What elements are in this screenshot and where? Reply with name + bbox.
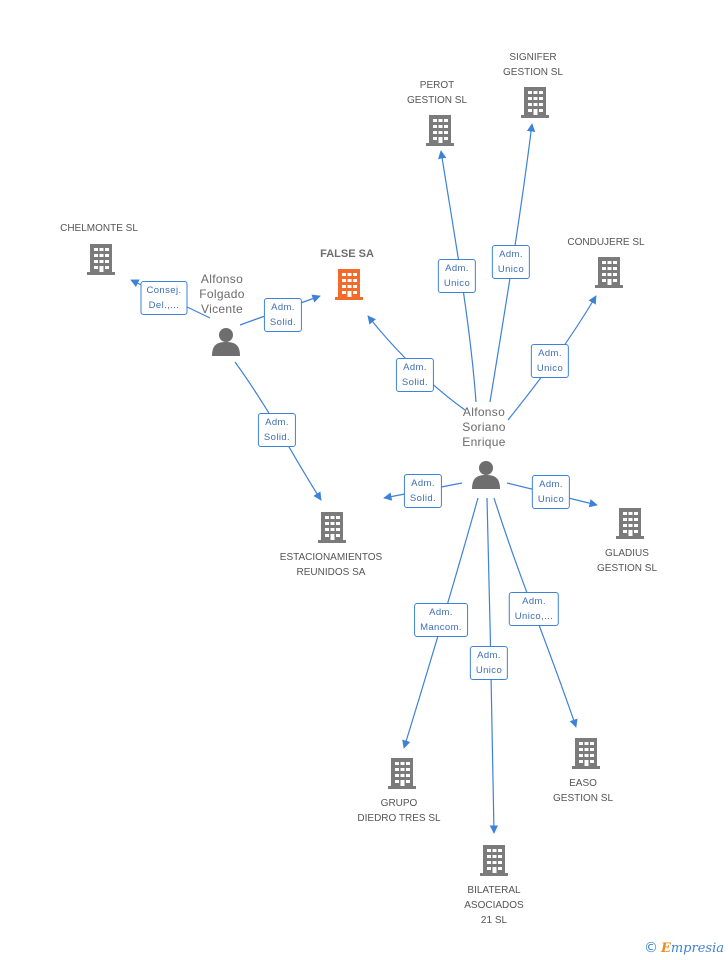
relation-badge-folgado-false[interactable]: Adm. Solid. [263,298,303,332]
company-label-condujere[interactable]: CONDUJERE SL [567,237,645,248]
relation-badge-soriano-signifer[interactable]: Adm. Unico [491,245,531,279]
company-label-perot[interactable]: PEROT GESTION SL [406,80,468,106]
relation-badge-folgado-estacionamientos[interactable]: Adm. Solid. [257,413,297,447]
folgado-person-icon[interactable] [212,328,240,356]
bilateral-building-icon[interactable] [480,845,508,876]
company-label-false-sa[interactable]: FALSE SA [320,248,374,260]
company-label-estacionamientos[interactable]: ESTACIONAMIENTOS REUNIDOS SA [279,552,383,578]
relation-badge-soriano-gladius[interactable]: Adm. Unico [531,475,571,509]
relation-badge-soriano-estacionamientos[interactable]: Adm. Solid. [403,474,443,508]
condujere-building-icon[interactable] [595,257,623,288]
person-label-soriano[interactable]: Alfonso Soriano Enrique [462,405,506,449]
brand-name: mpresia [670,941,724,956]
company-label-gladius[interactable]: GLADIUS GESTION SL [596,548,658,574]
company-label-easo[interactable]: EASO GESTION SL [552,778,614,804]
copyright-icon: © [643,940,658,956]
estacionamientos-building-icon[interactable] [318,512,346,543]
relation-badge-soriano-perot[interactable]: Adm. Unico [437,259,477,293]
company-label-bilateral[interactable]: BILATERAL ASOCIADOS 21 SL [464,885,524,926]
empresia-logo[interactable]: ©Empresia [644,940,724,956]
person-label-folgado[interactable]: Alfonso Folgado Vicente [199,272,245,316]
company-label-grupo[interactable]: GRUPO DIEDRO TRES SL [357,798,441,824]
false-sa-building-icon[interactable] [335,269,363,300]
company-label-chelmonte[interactable]: CHELMONTE SL [60,223,138,234]
brand-initial: E [660,941,671,956]
relation-badge-soriano-condujere[interactable]: Adm. Unico [530,344,570,378]
relation-badge-soriano-easo[interactable]: Adm. Unico,... [508,592,560,626]
soriano-person-icon[interactable] [472,461,500,489]
signifer-building-icon[interactable] [521,87,549,118]
relation-badge-soriano-bilateral[interactable]: Adm. Unico [469,646,509,680]
perot-building-icon[interactable] [426,115,454,146]
chelmonte-building-icon[interactable] [87,244,115,275]
relation-badge-soriano-grupo[interactable]: Adm. Mancom. [414,603,468,637]
relation-badge-soriano-false[interactable]: Adm. Solid. [395,358,435,392]
company-label-signifer[interactable]: SIGNIFER GESTION SL [502,52,564,78]
easo-building-icon[interactable] [572,738,600,769]
grupo-building-icon[interactable] [388,758,416,789]
relation-badge-folgado-chelmonte[interactable]: Consej. Del.,... [140,281,188,315]
gladius-building-icon[interactable] [616,508,644,539]
